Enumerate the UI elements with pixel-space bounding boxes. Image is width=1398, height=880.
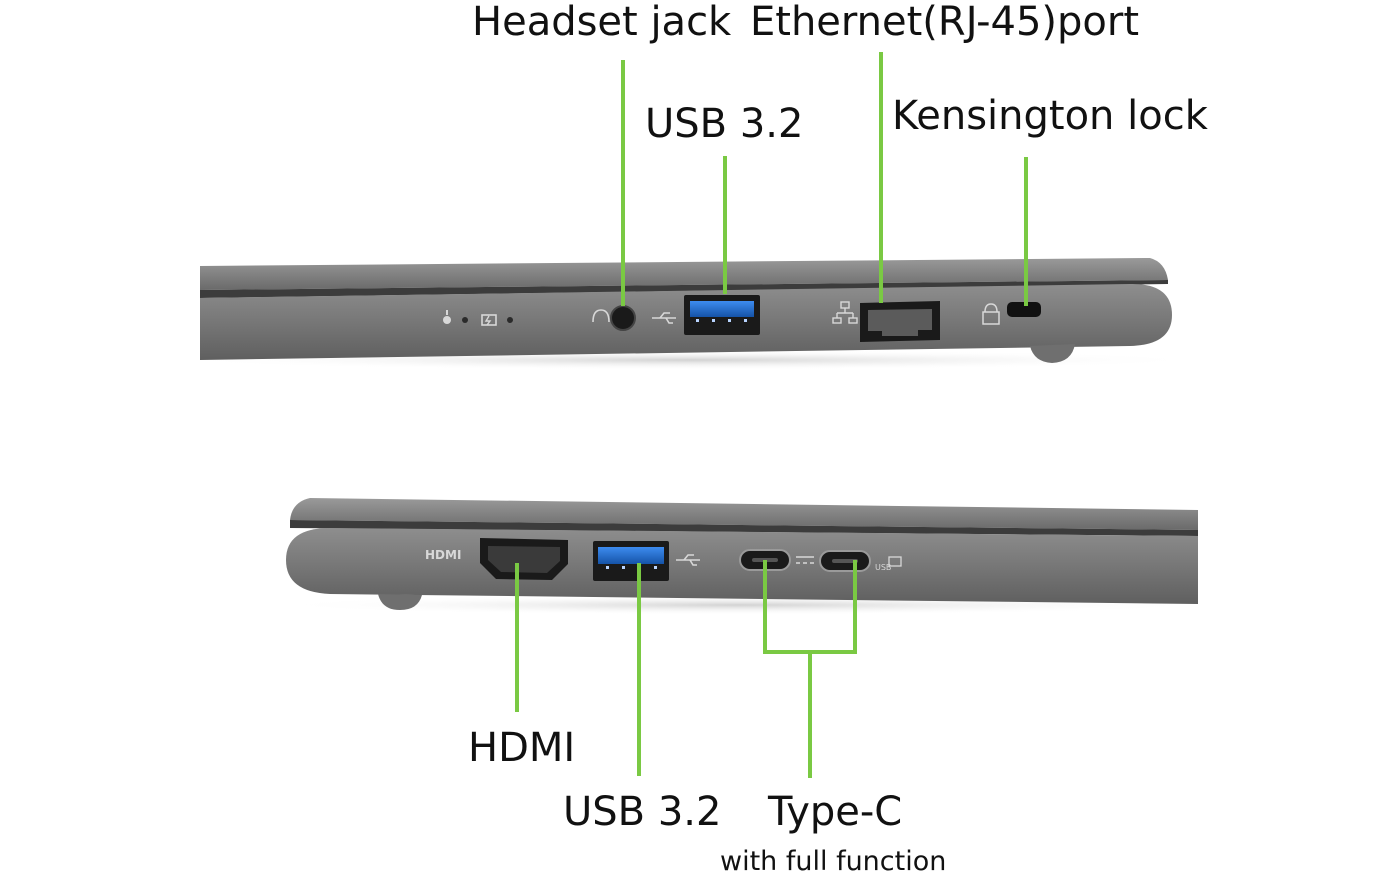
kensington-slot: [1007, 302, 1041, 317]
bottom-seam: [290, 520, 1198, 536]
battery-indicator-icon: [481, 314, 497, 326]
usb-c-logo: USB: [875, 563, 891, 572]
laptop-bottom-view: HDMI USB: [270, 498, 1210, 615]
usb-port-top-tongue: [690, 301, 754, 317]
label-typec: Type-C: [768, 789, 903, 835]
label-kensington: Kensington lock: [892, 93, 1208, 139]
headset-jack: [610, 305, 636, 331]
hdmi-logo: HDMI: [425, 548, 461, 562]
usb-port-bottom-tongue: [598, 547, 664, 564]
label-headset-jack: Headset jack: [472, 0, 732, 45]
leader-lines: [515, 52, 1028, 778]
label-hdmi: HDMI: [468, 725, 576, 771]
bottom-foot: [378, 594, 422, 610]
bottom-lid: [290, 498, 1198, 530]
usb-symbol-icon: [652, 312, 676, 324]
hdmi-port-inner: [488, 546, 560, 573]
power-led: [462, 317, 468, 323]
display-icon: [888, 556, 902, 567]
usb-symbol-icon-bottom: [676, 554, 700, 566]
lock-icon: [982, 303, 1000, 325]
top-foot: [1030, 344, 1075, 363]
headset-icon: [592, 309, 610, 323]
dc-power-icon: [796, 556, 814, 564]
leader-typec: [763, 560, 857, 778]
power-indicator-icon: [443, 310, 451, 324]
usb-port-top-pins: [696, 319, 747, 322]
battery-led: [507, 317, 513, 323]
label-typec-sub: with full function: [720, 846, 947, 877]
network-icon: [832, 301, 858, 324]
ethernet-port-opening: [868, 309, 932, 336]
label-usb-bottom: USB 3.2: [563, 789, 722, 835]
top-seam: [200, 280, 1168, 298]
top-lid: [200, 258, 1168, 290]
usb-c-port-2-tongue: [832, 559, 858, 563]
label-usb-top: USB 3.2: [645, 101, 804, 147]
laptop-top-view: [170, 258, 1210, 370]
label-ethernet: Ethernet(RJ-45)port: [750, 0, 1140, 45]
